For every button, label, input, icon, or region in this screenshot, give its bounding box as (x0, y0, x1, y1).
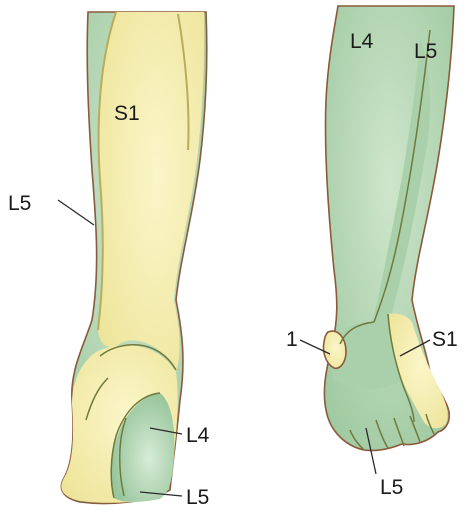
posterior-l4-heel-label: L4 (186, 424, 210, 447)
anterior-l5-top-label: L5 (414, 40, 437, 63)
posterior-l5-calf-leader (58, 200, 94, 225)
anterior-l5-foot-label: L5 (380, 476, 403, 499)
anterior-leg: L4 L5 1 S1 L5 (286, 6, 458, 499)
anterior-l4-label: L4 (350, 30, 374, 53)
posterior-s1-zone (98, 12, 204, 372)
anterior-marker-label: 1 (286, 328, 298, 351)
posterior-leg: S1 L5 L4 L5 (8, 12, 210, 509)
anterior-marker-patch (323, 331, 346, 368)
posterior-l5-calf-label: L5 (8, 192, 31, 215)
anterior-s1-label: S1 (432, 328, 458, 351)
posterior-s1-label: S1 (114, 102, 140, 125)
posterior-l5-heel-label: L5 (186, 486, 209, 509)
